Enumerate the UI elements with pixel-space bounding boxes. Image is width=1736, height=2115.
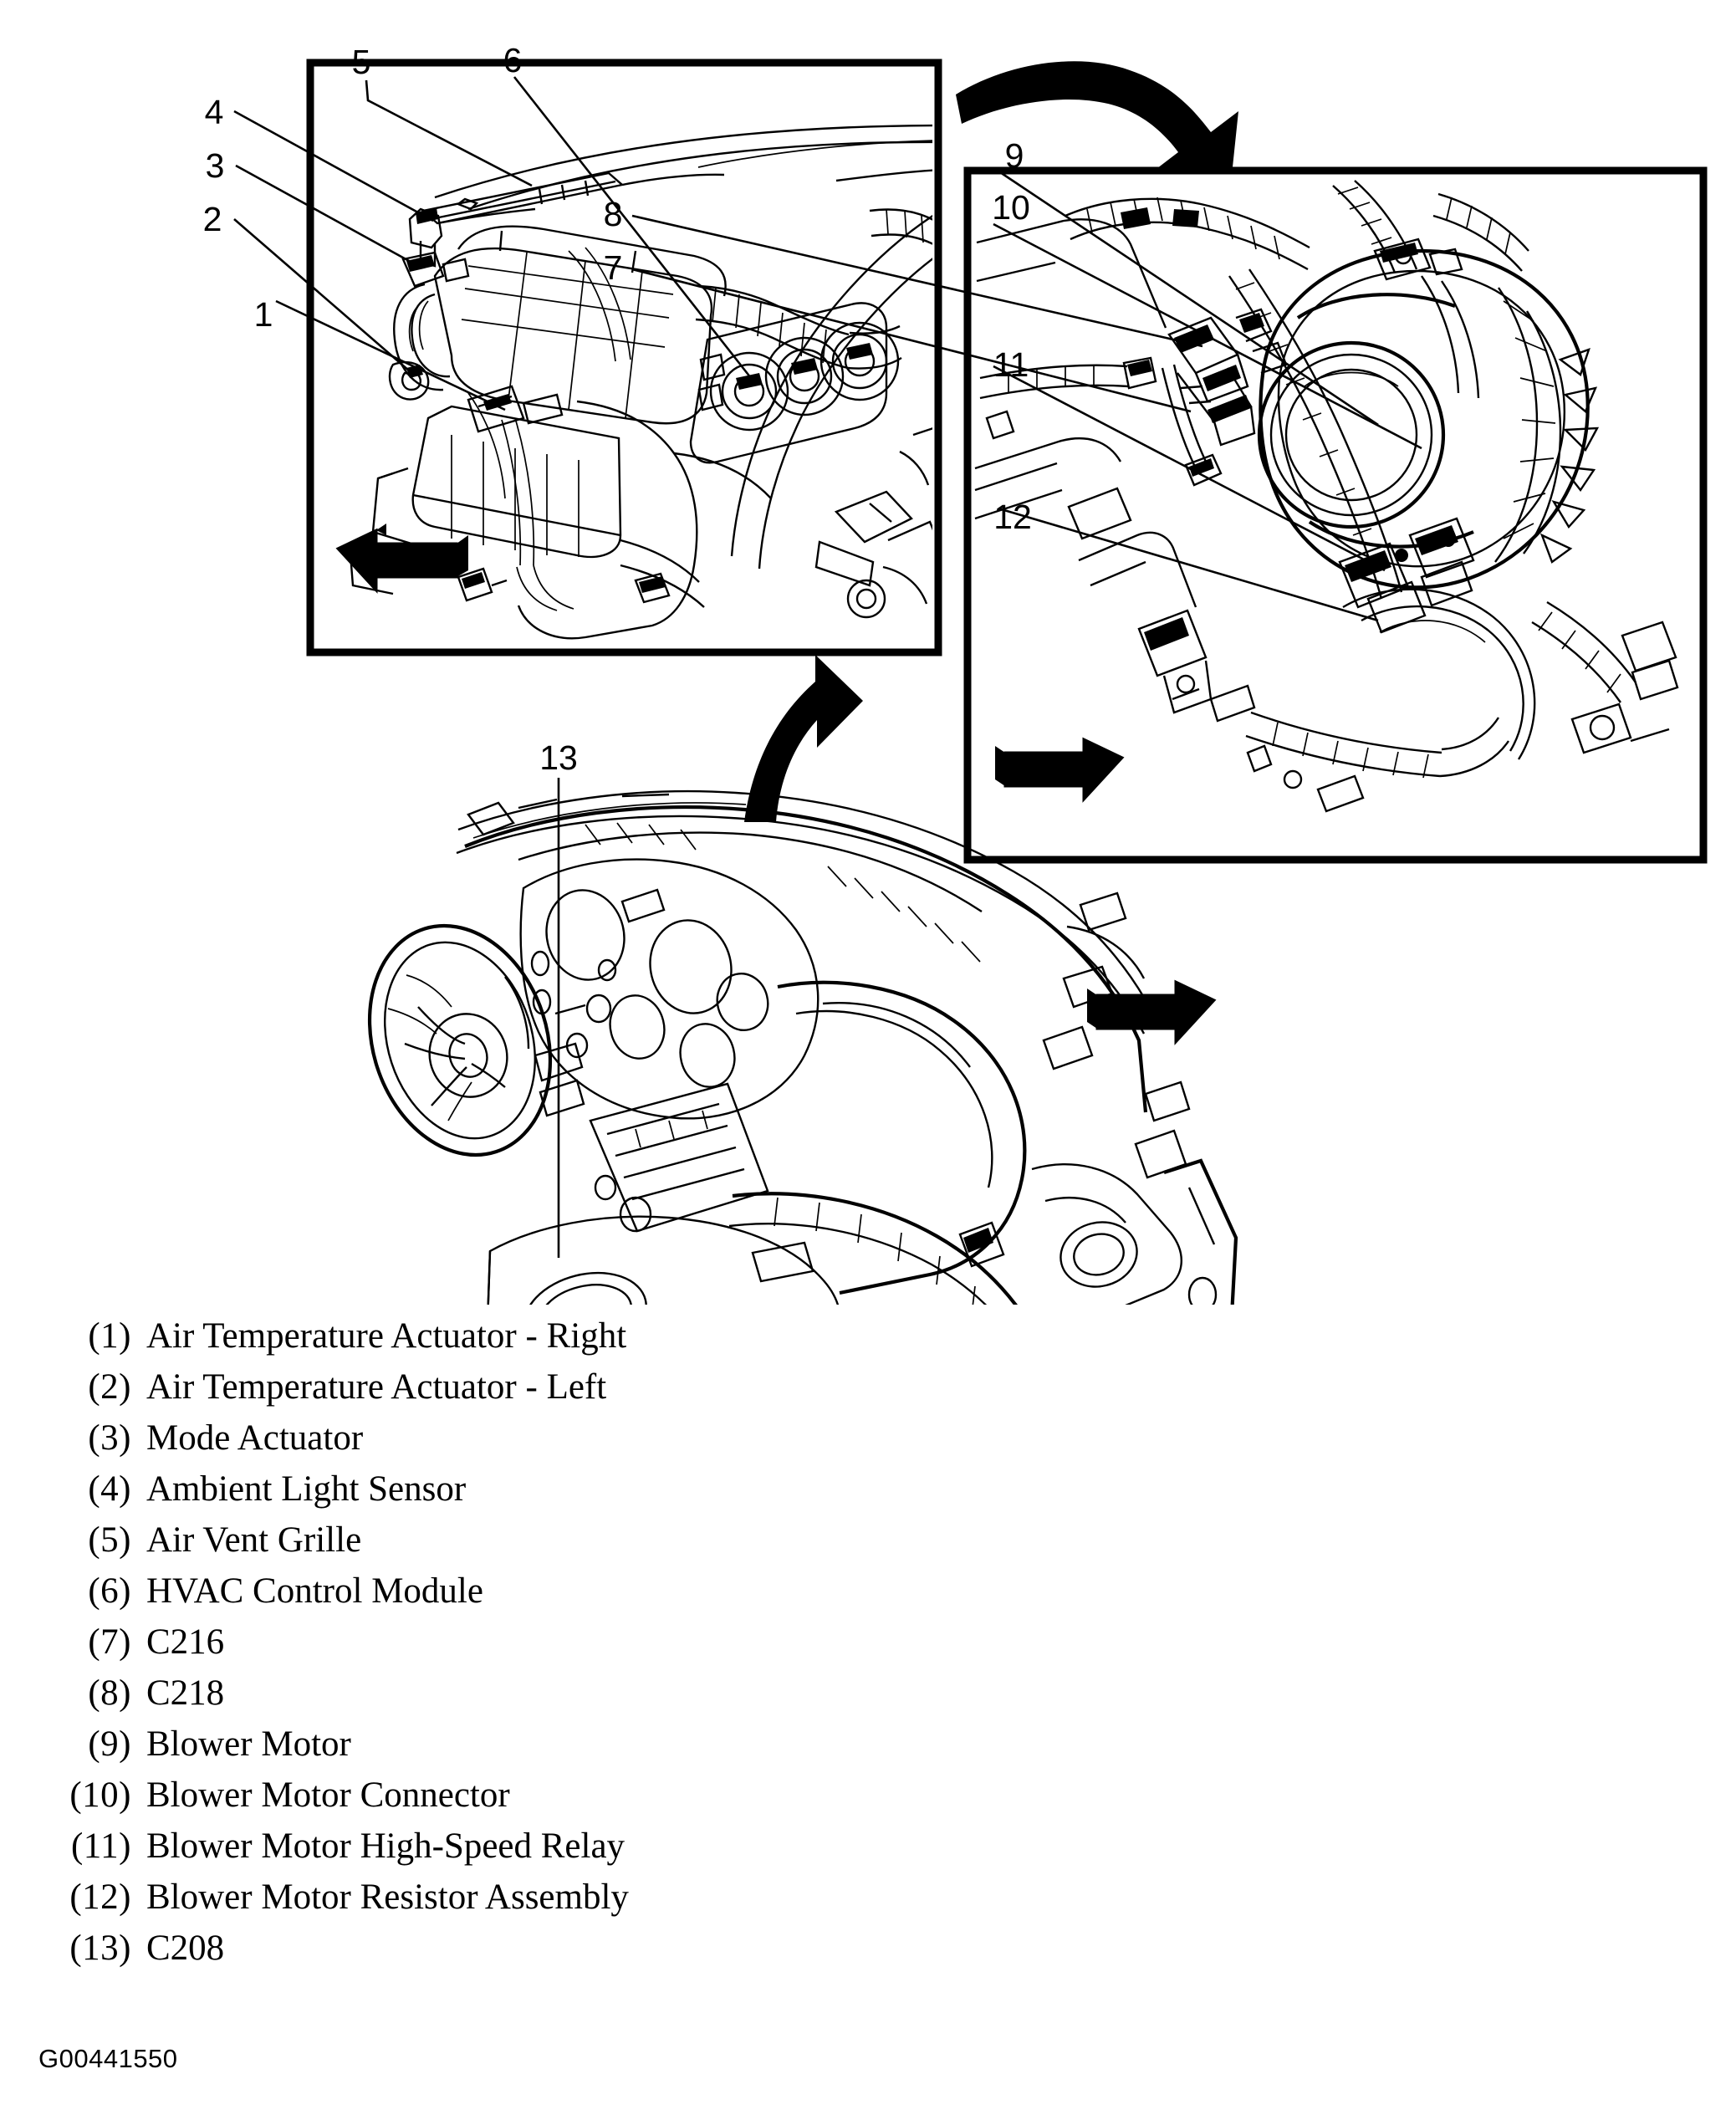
callout-10: 10 (992, 188, 1030, 227)
legend-item: (4) Ambient Light Sensor (0, 1466, 1736, 1517)
legend-label: C218 (146, 1673, 225, 1713)
connector-cluster (1167, 308, 1288, 447)
curved-arrow-left-panel-to-right-panel (956, 61, 1238, 199)
callout-2: 2 (203, 200, 222, 238)
legend-item: (11) Blower Motor High-Speed Relay (0, 1823, 1736, 1874)
legend-label: Mode Actuator (146, 1418, 364, 1458)
callout-6: 6 (503, 41, 523, 79)
legend-number: (6) (88, 1571, 131, 1611)
legend-item: (1) Air Temperature Actuator - Right (0, 1313, 1736, 1364)
figure-id-code: G00441550 (38, 2044, 178, 2073)
callout-8: 8 (604, 195, 623, 233)
component-legend-list: (1) Air Temperature Actuator - Right (2)… (0, 1313, 1736, 1976)
legend-number: (3) (88, 1418, 131, 1458)
legend-number: (5) (88, 1520, 131, 1560)
legend-item: (8) C218 (0, 1670, 1736, 1721)
instrument-panel-assembly (367, 789, 1238, 1305)
legend-number: (13) (69, 1929, 131, 1968)
figure-area: 5 6 4 3 2 1 8 7 9 10 11 12 (203, 41, 1708, 1305)
callout-5: 5 (352, 43, 371, 81)
legend-item: (12) Blower Motor Resistor Assembly (0, 1874, 1736, 1925)
legend-label: Ambient Light Sensor (146, 1469, 467, 1509)
gauge-cluster (530, 888, 769, 1088)
legend-label: Air Temperature Actuator - Right (146, 1316, 627, 1356)
legend-number: (11) (70, 1826, 131, 1866)
legend-item: (13) C208 (0, 1925, 1736, 1976)
steering-wheel (367, 923, 553, 1157)
callout-group-upper-left: 5 6 4 3 2 1 (203, 41, 753, 411)
legend-item: (9) Blower Motor (0, 1721, 1736, 1772)
legend-item: (7) C216 (0, 1619, 1736, 1670)
legend-label: Air Vent Grille (146, 1520, 362, 1560)
panel-upper-right (963, 166, 1708, 864)
legend-label: Blower Motor Resistor Assembly (146, 1877, 629, 1917)
legend-number: (9) (88, 1724, 131, 1764)
curved-arrow-dash-to-left-panel (744, 655, 863, 822)
legend-number: (12) (69, 1877, 131, 1917)
panel-upper-left (306, 59, 942, 656)
legend-label: C216 (146, 1622, 225, 1662)
relay-and-resistor-blocks (1338, 517, 1475, 634)
legend-number: (2) (88, 1367, 131, 1407)
callout-3: 3 (206, 146, 225, 185)
legend-label: Blower Motor High-Speed Relay (146, 1826, 625, 1866)
legend-number: (4) (88, 1469, 131, 1509)
legend-item: (2) Air Temperature Actuator - Left (0, 1364, 1736, 1415)
legend-item: (10) Blower Motor Connector (0, 1772, 1736, 1823)
callout-7: 7 (604, 248, 623, 287)
legend-item: (6) HVAC Control Module (0, 1568, 1736, 1619)
callout-group-upper-right: 8 7 9 10 11 12 (604, 136, 1422, 622)
legend-item: (3) Mode Actuator (0, 1415, 1736, 1466)
legend-number: (7) (88, 1622, 131, 1662)
legend-number: (1) (88, 1316, 131, 1356)
legend-label: Air Temperature Actuator - Left (146, 1367, 607, 1407)
legend-item: (5) Air Vent Grille (0, 1517, 1736, 1568)
legend-label: Blower Motor Connector (146, 1775, 510, 1815)
callout-group-lower: 13 (539, 738, 578, 1258)
callout-13: 13 (539, 738, 578, 777)
view-direction-arrow-left (335, 524, 468, 594)
callout-4: 4 (205, 93, 224, 131)
view-direction-arrow-right-standalone (1087, 979, 1217, 1045)
center-stack-controls (594, 1102, 745, 1233)
view-direction-arrow-right (995, 737, 1125, 803)
legend-number: (10) (69, 1775, 131, 1815)
callout-12: 12 (993, 498, 1032, 536)
figure-illustration: 5 6 4 3 2 1 8 7 9 10 11 12 (203, 41, 1708, 1305)
legend-label: HVAC Control Module (146, 1571, 483, 1611)
legend-number: (8) (88, 1673, 131, 1713)
legend-label: C208 (146, 1929, 225, 1968)
callout-11: 11 (993, 345, 1029, 384)
callout-1: 1 (254, 295, 273, 334)
legend-label: Blower Motor (146, 1724, 351, 1764)
callout-9: 9 (1005, 136, 1024, 175)
